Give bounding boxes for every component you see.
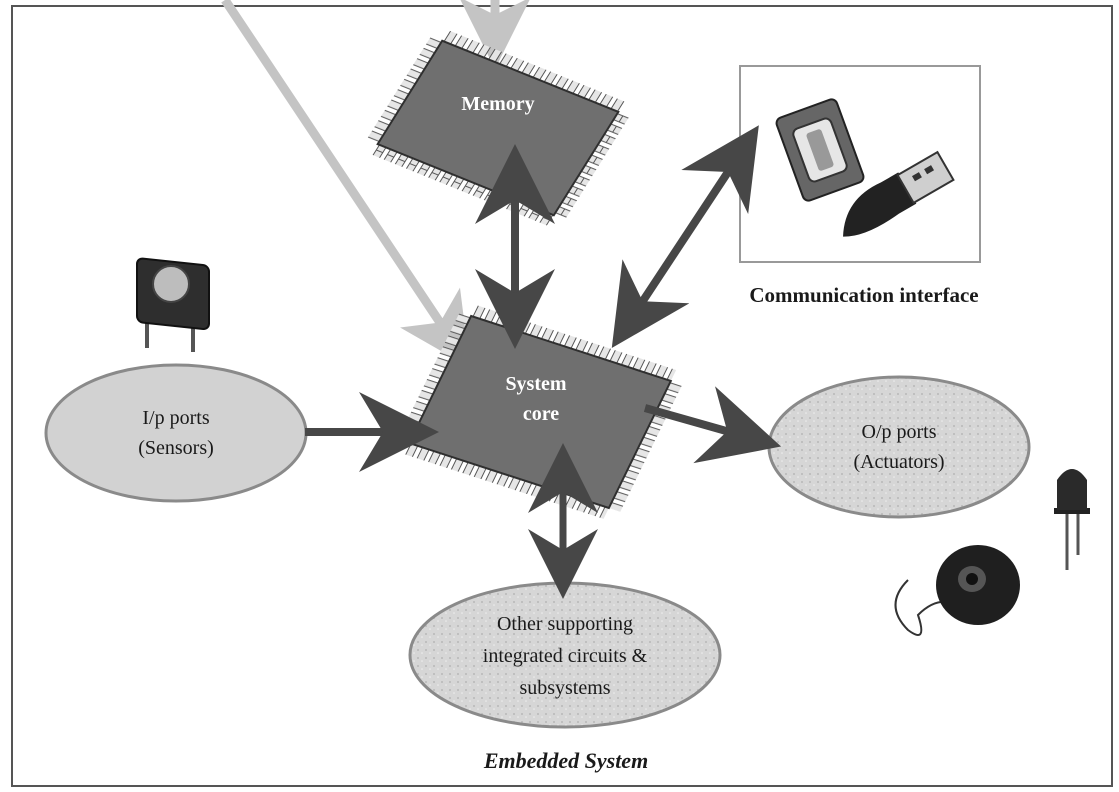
usb-plug-icon [843, 150, 955, 237]
output-ports-ellipse [767, 375, 1031, 519]
input-label-line2: (Sensors) [138, 437, 214, 459]
core-label-line2: core [523, 403, 559, 425]
communication-interface-label: Communication interface [749, 283, 978, 307]
input-label-line1: I/p ports [142, 407, 209, 429]
system-core-chip [397, 305, 683, 519]
other-label-line3: subsystems [519, 677, 610, 699]
memory-label: Memory [461, 93, 534, 115]
memory-chip [366, 30, 630, 226]
led-icon [1054, 469, 1090, 570]
buzzer-icon [894, 545, 1020, 636]
light-arrow-diagonal [221, 0, 470, 368]
push-button-sensor-icon [136, 257, 210, 352]
output-label-line1: O/p ports [862, 421, 937, 443]
input-ports-ellipse [44, 363, 308, 503]
other-label-line1: Other supporting [497, 613, 633, 635]
serial-connector-icon [775, 98, 865, 202]
arrow-comm-core [611, 125, 759, 349]
output-label-line2: (Actuators) [853, 451, 944, 473]
other-label-line2: integrated circuits & [483, 645, 648, 667]
diagram-frame [11, 5, 1113, 787]
core-label-line1: System [505, 373, 566, 395]
arrow-core-output [643, 386, 782, 464]
diagram-caption: Embedded System [483, 748, 648, 773]
